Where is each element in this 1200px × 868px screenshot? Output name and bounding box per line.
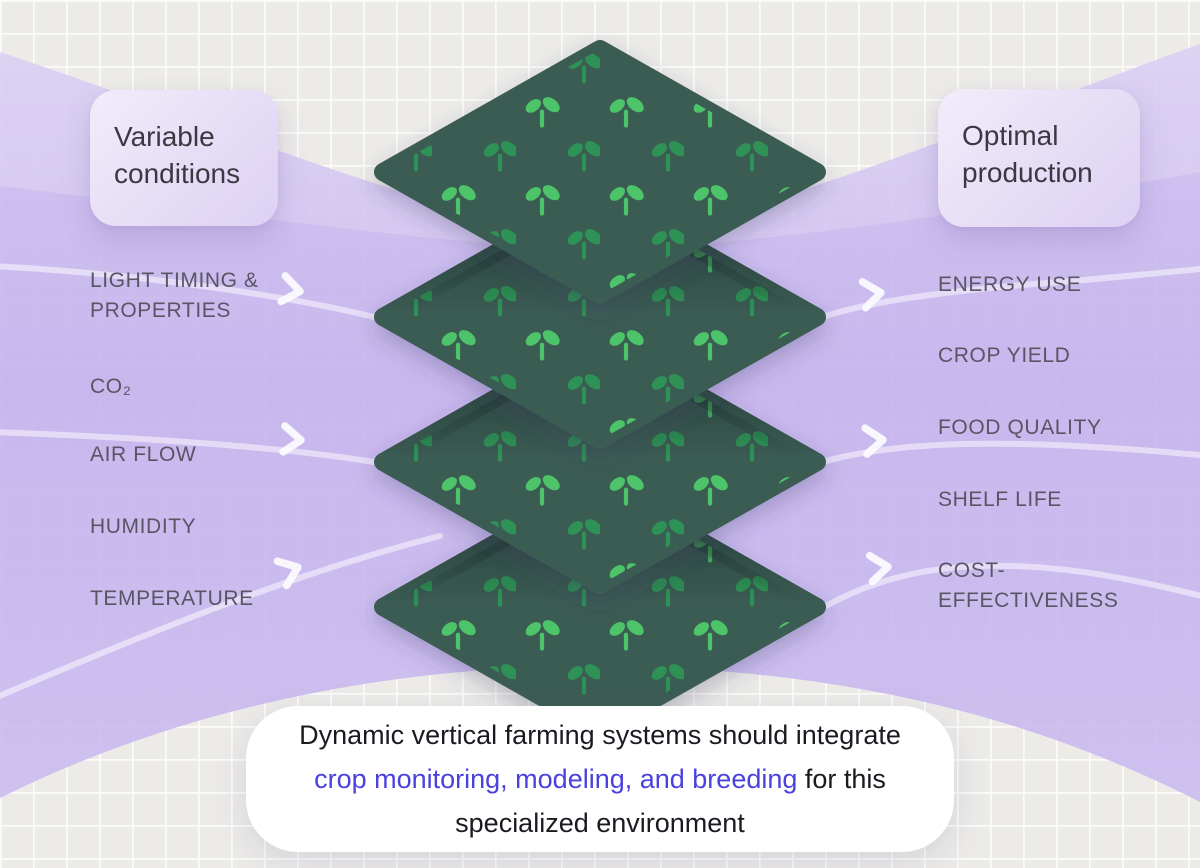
variable-conditions-card: Variable conditions <box>90 90 278 226</box>
optimal-production-title: Optimal production <box>962 120 1093 188</box>
caption-highlight: crop monitoring, modeling, and breeding <box>314 764 798 794</box>
optimal-production-card: Optimal production <box>938 89 1140 227</box>
outcome-shelf-life: SHELF LIFE <box>938 488 1062 511</box>
variable-conditions-title: Variable conditions <box>114 121 241 189</box>
flow-line-left-3 <box>0 533 443 700</box>
caption-text-after: for this specialized environment <box>455 764 886 838</box>
caption-card: Dynamic vertical farming systems should … <box>246 706 954 852</box>
outcome-energy-use: ENERGY USE <box>938 273 1082 296</box>
outcome-cost-effectiveness: COST-EFFECTIVENESS <box>938 559 1119 612</box>
condition-humidity: HUMIDITY <box>90 515 197 538</box>
outcome-food-quality: FOOD QUALITY <box>938 416 1102 439</box>
condition-temperature: TEMPERATURE <box>90 587 254 610</box>
outcome-crop-yield: CROP YIELD <box>938 344 1071 367</box>
condition-co2: CO₂ <box>90 375 132 398</box>
flow-line-right-3 <box>823 562 1200 609</box>
condition-air-flow: AIR FLOW <box>90 443 197 466</box>
flow-line-right-1 <box>823 265 1200 319</box>
condition-light-timing: LIGHT TIMING & PROPERTIES <box>90 269 259 322</box>
caption-text-before: Dynamic vertical farming systems should … <box>299 720 901 750</box>
flow-line-left-2 <box>0 429 377 465</box>
flow-line-right-2 <box>823 440 1200 464</box>
caption-text: Dynamic vertical farming systems should … <box>288 713 912 845</box>
flow-line-left-1 <box>0 263 377 320</box>
